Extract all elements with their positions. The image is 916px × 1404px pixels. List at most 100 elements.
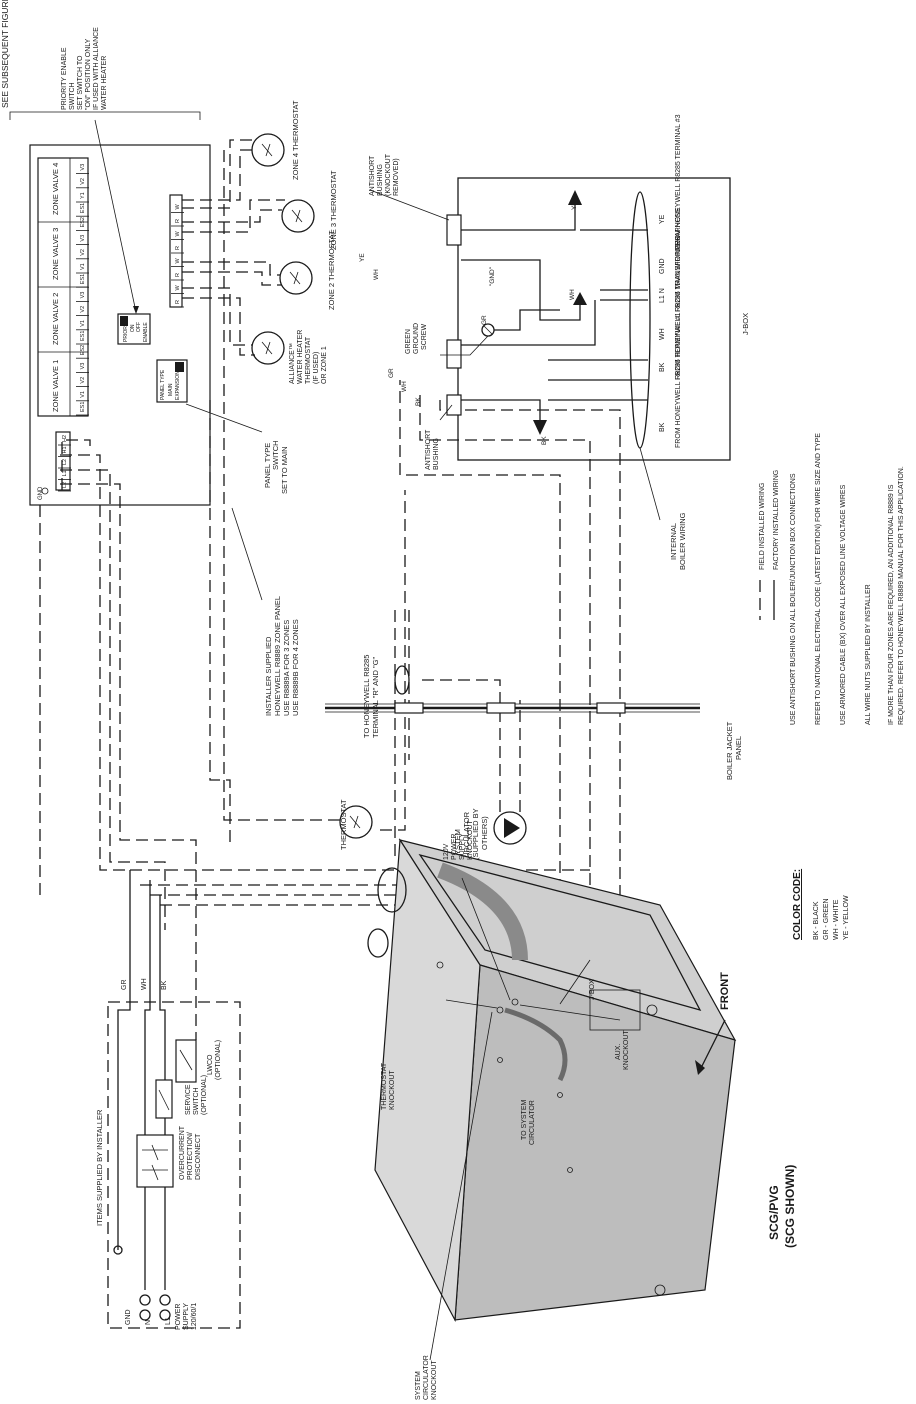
- zone-valve-terminal: ES1: [80, 402, 86, 412]
- items-supplied: ITEMS SUPPLIED BY INSTALLER: [95, 1109, 104, 1226]
- wire-bk-label: BK: [161, 980, 168, 990]
- term-col-wh: WH: [659, 328, 666, 340]
- alliance-label-3: THERMOSTAT: [305, 336, 312, 384]
- power-supply-1: POWER: [175, 1304, 182, 1330]
- color-code-legend: COLOR CODE: BK - BLACK GR - GREEN WH - W…: [792, 869, 850, 940]
- thermostat-terminal: W: [175, 285, 181, 291]
- thermostat-terminal: W: [175, 258, 181, 264]
- from-transformer: FROM HONEYWELL R8285 TRANSFORMER: [675, 235, 682, 380]
- thermostat-terminal: R: [175, 246, 181, 250]
- zone-valve-terminal: ES1: [80, 203, 86, 213]
- jbox-label: J-BOX: [741, 313, 750, 335]
- sys-circ-ko-2: CIRCULATOR: [423, 1355, 430, 1400]
- note-5b: REQUIRED. REFER TO HONEYWELL R8889 MANUA…: [898, 466, 905, 725]
- priority-note-5: IF USED WITH ALLIANCE: [93, 27, 100, 110]
- wh-wire-label: WH: [373, 269, 380, 280]
- panel-gnd-label: GND: [38, 486, 44, 500]
- note-4: ALL WIRE NUTS SUPPLIED BY INSTALLER: [865, 584, 872, 725]
- zone-valve-terminal: V2: [80, 249, 86, 256]
- jbox-enclosure: [457, 177, 731, 461]
- bk-wire-label: BK: [415, 397, 422, 406]
- wire-gr-label: GR: [121, 980, 128, 991]
- power-l1-label: L1: [165, 1317, 172, 1325]
- power-terminal: H2: [62, 435, 68, 442]
- bk-arrow-label: BK: [541, 436, 548, 445]
- service-1: SERVICE: [185, 1084, 192, 1115]
- system-circ-1: SYSTEM: [453, 829, 462, 860]
- legend-notes: FIELD INSTALLED WIRING FACTORY INSTALLED…: [759, 433, 905, 725]
- thermostat-terminal: W: [175, 231, 181, 237]
- wire-wh-label: WH: [141, 978, 148, 990]
- power-gnd-label: GND: [125, 1309, 132, 1325]
- power-n-label: N: [145, 1320, 152, 1325]
- note-1: USE ANTISHORT BUSHING ON ALL BOILER/JUNC…: [790, 473, 797, 725]
- panel-type-switch-label-1: PANEL TYPE: [263, 443, 272, 488]
- color-code-gr: GR - GREEN: [823, 898, 830, 940]
- thermostat-label: THERMOSTAT: [339, 799, 348, 850]
- zone-valve-terminal: V2: [80, 306, 86, 313]
- internal-label-1: INTERNAL: [669, 523, 678, 560]
- alliance-label-2: WATER HEATER: [297, 330, 304, 384]
- zone-valve-1-label: ZONE VALVE 1: [51, 360, 60, 412]
- from-t1: FROM HONEYWELL R8285 TERMINAL #1: [675, 312, 682, 448]
- zone-valve-2-label: ZONE VALVE 2: [51, 293, 60, 345]
- antishort-top-4: REMOVED): [393, 158, 400, 196]
- zone3-thermostat-label: ZONE 3 THERMOSTAT: [329, 170, 338, 250]
- service-3: (OPTIONAL): [201, 1075, 208, 1115]
- aux-ko-1: AUX.: [615, 1044, 622, 1060]
- front-label: FRONT: [719, 972, 731, 1010]
- internal-label-2: BOILER WIRING: [678, 512, 687, 570]
- antishort-bot-2: BUSHING: [433, 438, 440, 470]
- thermostat-terminal: R: [175, 219, 181, 223]
- to-sys-circ-2: CIRCULATOR: [529, 1100, 536, 1145]
- installer-panel-1: INSTALLER SUPPLIED: [264, 636, 273, 716]
- priority-switch-label: PRIORITY: [123, 318, 129, 342]
- antishort-bot-1: ANTISHORT: [425, 429, 432, 470]
- sys-circ-ko-1: SYSTEM: [415, 1371, 422, 1400]
- installer-panel-4: USE R8889B FOR 4 ZONES: [291, 619, 300, 716]
- alliance-label-4: (IF USED): [313, 352, 320, 384]
- panel-type-label: PANEL TYPE: [160, 369, 166, 400]
- zone-valve-terminal: ES1: [80, 274, 86, 284]
- zone-valve-terminal: ES1: [80, 331, 86, 341]
- power-supply-section: ITEMS SUPPLIED BY INSTALLER GND N L1 POW…: [95, 870, 241, 1330]
- gnd-quote-label: "GND": [489, 266, 496, 286]
- boiler-jacket-1: BOILER JACKET: [725, 721, 734, 780]
- zone-valve-4-label: ZONE VALVE 4: [51, 163, 60, 215]
- system-circ-3: (SUPPLIED BY: [471, 808, 480, 860]
- zone-valve-terminal: V3: [80, 235, 86, 242]
- panel-main-label: MAIN: [168, 383, 174, 396]
- gr-label-inner: GR: [481, 315, 488, 325]
- to-honeywell-2: TERMINAL "R" AND "G": [371, 656, 380, 738]
- color-code-bk: BK - BLACK: [813, 901, 820, 940]
- ye-arrow-label: YE: [571, 201, 578, 210]
- zone-valve-terminal: V2: [80, 178, 86, 185]
- antishort-top-1: ANTISHORT: [369, 155, 376, 196]
- system-circ-4: OTHERS): [480, 816, 489, 850]
- overcurrent-disconnect: [136, 1134, 174, 1188]
- zone-valve-3-label: ZONE VALVE 3: [51, 228, 60, 280]
- system-circ-2: CIRCULATOR: [462, 811, 471, 860]
- legend-factory: FACTORY INSTALLED WIRING: [773, 470, 780, 570]
- zone-2-thermostat: ZONE 2 THERMOSTAT: [279, 230, 336, 310]
- panel-expansion-label: EXPANSION: [175, 371, 181, 400]
- lwco-2: (OPTIONAL): [215, 1040, 222, 1080]
- zone-panel-section: SEE SUBSEQUENT FIGURE FOR ZONE VALVE WIR…: [0, 0, 338, 716]
- zone-valve-terminal: ES2: [80, 217, 86, 227]
- overcurrent-1: OVERCURRENT: [179, 1125, 186, 1180]
- green-screw-3: SCREW: [421, 324, 428, 350]
- color-code-ye: YE - YELLOW: [843, 895, 850, 940]
- power-terminal: H1: [62, 446, 68, 453]
- alliance-label-5: OR ZONE 1: [321, 346, 328, 384]
- priority-note-4: "ON" POSITION ONLY: [85, 38, 92, 110]
- color-code-wh: WH - WHITE: [833, 899, 840, 940]
- antishort-top-2: BUSHING: [377, 164, 384, 196]
- note-5a: IF MORE THAN FOUR ZONES ARE REQUIRED, AN…: [888, 484, 895, 725]
- power-supply-2: SUPPLY: [183, 1303, 190, 1330]
- overcurrent-2: PROTECTION/: [187, 1132, 194, 1180]
- thermostat-terminal: R: [175, 273, 181, 277]
- zone-valve-terminal: V1: [80, 263, 86, 270]
- zone-valve-terminal: Y1: [80, 192, 86, 199]
